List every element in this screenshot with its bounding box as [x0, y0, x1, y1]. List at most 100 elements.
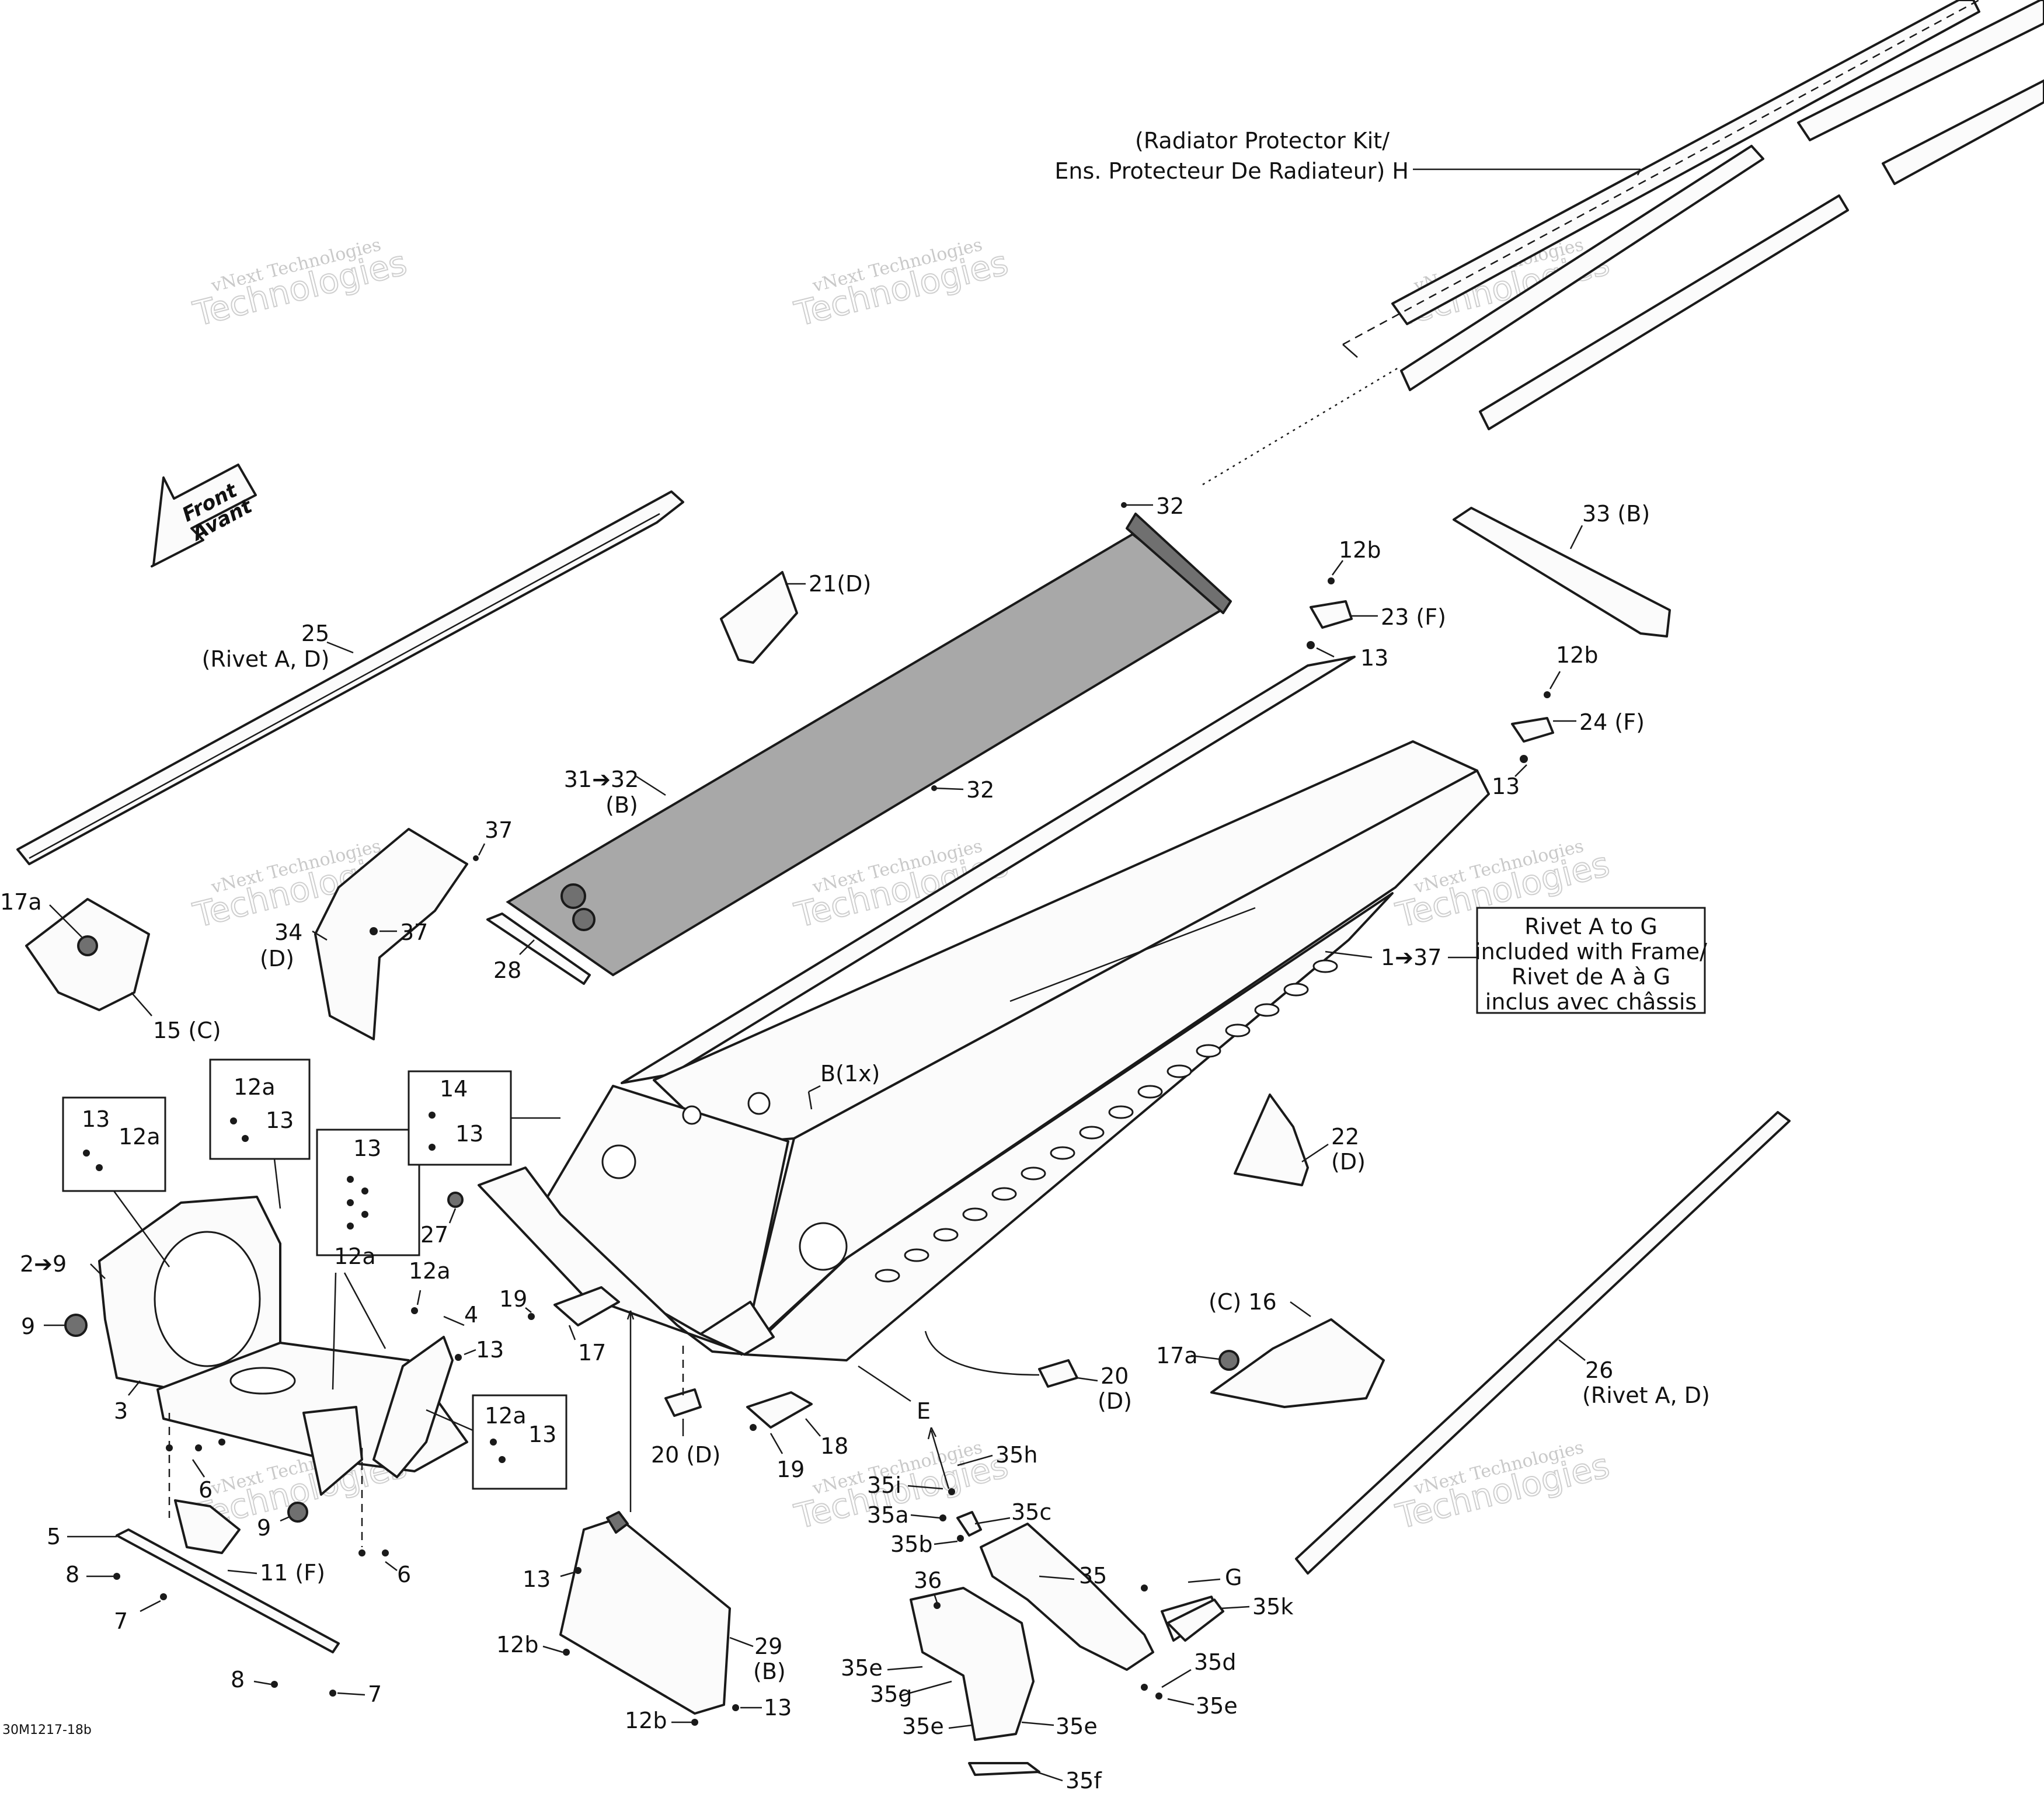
callout-label: E — [917, 1398, 931, 1424]
tunnel-vents — [875, 959, 1338, 1283]
part-1-tunnel-frame — [478, 656, 1490, 1361]
part-15-plate — [25, 898, 150, 1011]
part-27-grommet — [447, 1192, 464, 1208]
part-33-brace — [1453, 507, 1671, 638]
callout-label: 7 — [114, 1608, 128, 1634]
callout-box: 13 12a — [316, 1129, 420, 1390]
callout-label: 19 — [776, 1457, 805, 1482]
callout-label: 17a — [1156, 1343, 1198, 1368]
kit-group-line — [1342, 0, 1980, 346]
callout-label: 33 (B) — [1582, 501, 1650, 527]
callout-label: (Rivet A, D) — [202, 646, 330, 672]
callout-label: B(1x) — [820, 1061, 880, 1086]
radiator-protector-kit — [1202, 0, 2044, 486]
callout-box: 14 13 — [408, 1070, 560, 1166]
callout-label: 20 (D) — [651, 1442, 720, 1468]
callout-label: 28 — [493, 957, 521, 983]
callout-label: 8 — [231, 1667, 245, 1692]
part-29-heat-exchanger — [559, 1511, 739, 1726]
part-5-skid-strip — [116, 1528, 340, 1653]
callout-label: 35 — [1079, 1563, 1107, 1589]
frame-note — [1476, 907, 1706, 1014]
callout-label: 34 — [274, 920, 302, 945]
callout-label: 7 — [368, 1681, 382, 1707]
part-21-gusset — [720, 571, 798, 664]
callout-label: 35k — [1252, 1594, 1293, 1620]
callout-label: (B) — [753, 1659, 786, 1684]
part-11-plate — [174, 1499, 241, 1554]
callout-label: 19 — [499, 1286, 527, 1312]
part-2-engine-cradle — [98, 1196, 468, 1496]
callout-label: 13 — [1360, 645, 1388, 671]
callout-label: 25 — [301, 621, 329, 646]
part-9-bushing — [287, 1502, 308, 1523]
callout-label: (Radiator Protector Kit/ — [1135, 128, 1390, 154]
callout-label: 35i — [867, 1472, 901, 1498]
part-20-spacer — [664, 1388, 702, 1417]
callout-label: (D) — [1331, 1149, 1366, 1175]
callout-box: 13 12a — [62, 1096, 170, 1267]
callout-label: 12a — [119, 1124, 161, 1150]
callout-label: 12b — [1339, 537, 1381, 563]
callout-label: 9 — [257, 1515, 271, 1541]
part-26-right-rail — [1295, 1111, 1791, 1575]
part-20-spacer — [1038, 1359, 1078, 1388]
callout-label: 22 — [1331, 1124, 1359, 1150]
callout-box: 12a 13 — [426, 1394, 567, 1490]
callout-label: 32 — [966, 777, 994, 803]
front-arrow-icon: Front Avant — [151, 464, 257, 567]
callout-label: 35g — [870, 1681, 912, 1707]
kit-group-line — [1342, 344, 1358, 358]
callout-label: 12a — [334, 1244, 376, 1269]
part-18-plate — [746, 1391, 813, 1431]
callout-label: 5 — [47, 1524, 61, 1549]
part-6-fasteners — [166, 1413, 389, 1556]
callout-label: (B) — [605, 792, 638, 818]
callout-label: 17a — [0, 889, 42, 915]
callout-label: 2➔9 — [20, 1251, 67, 1277]
frame-note-line: Rivet de A à G — [1512, 964, 1670, 990]
callout-label: 18 — [820, 1433, 848, 1459]
callout-label: 24 (F) — [1579, 709, 1645, 735]
callout-label: 6 — [199, 1477, 213, 1503]
part-31-radiator-panel — [506, 513, 1232, 977]
callout-label: 35f — [1065, 1768, 1102, 1793]
callout-label: 11 (F) — [260, 1560, 325, 1586]
part-24-bracket — [1511, 691, 1554, 763]
figure-code: 30M1217-18b — [2, 1723, 92, 1737]
callout-label: 12a — [234, 1074, 276, 1100]
callout-label: 17 — [578, 1340, 606, 1366]
callout-label: 35e — [902, 1714, 944, 1739]
callout-label: 3 — [114, 1398, 128, 1424]
callout-label: (C) 16 — [1209, 1289, 1277, 1315]
callout-label: 21(D) — [809, 571, 871, 597]
part-16-plate — [1210, 1318, 1385, 1408]
callout-label: 37 — [485, 817, 513, 843]
callout-label: 12b — [496, 1632, 538, 1657]
callout-label: 13 — [476, 1337, 504, 1363]
callout-label: 23 (F) — [1381, 604, 1446, 630]
callout-label: 1➔37 — [1381, 945, 1441, 970]
callout-box: 12a 13 — [209, 1058, 311, 1209]
callout-label: 35d — [1194, 1649, 1236, 1675]
watermark: vNext Technologies Technologies — [189, 235, 411, 335]
callout-label: 35h — [995, 1442, 1037, 1468]
callout-label: 36 — [914, 1568, 942, 1593]
callout-label: 6 — [397, 1562, 411, 1587]
callout-label: 35e — [1196, 1693, 1238, 1719]
callout-label: 13 — [82, 1106, 110, 1132]
callout-label: 35c — [1011, 1499, 1051, 1525]
part-34-mount — [314, 828, 479, 1040]
callout-label: (Rivet A, D) — [1582, 1382, 1710, 1408]
part-25-left-rail — [16, 490, 684, 865]
callout-label: 13 — [1492, 774, 1520, 799]
callout-label: 35e — [841, 1655, 883, 1681]
callout-label: 13 — [528, 1422, 556, 1447]
callout-label: (D) — [260, 946, 294, 971]
callout-label: 35e — [1056, 1714, 1098, 1739]
frame-note-box: Rivet A to G included with Frame/ Rivet … — [1475, 907, 1707, 1015]
part-22-gusset — [1234, 1093, 1309, 1186]
callout-label: 20 — [1101, 1363, 1129, 1389]
